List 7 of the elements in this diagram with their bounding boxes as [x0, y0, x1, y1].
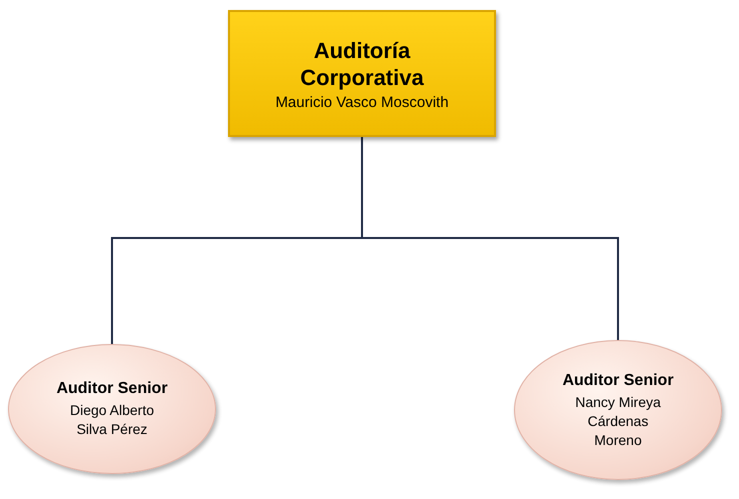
org-box: [228, 10, 496, 137]
person-name: Mauricio Vasco Moscovith: [274, 94, 450, 110]
role-title: Auditor Senior: [562, 370, 674, 390]
role-title: Auditor Senior: [56, 379, 168, 399]
person-name: Diego Alberto Silva Pérez: [68, 401, 156, 439]
role-title: Auditoría Corporativa: [299, 36, 425, 90]
person-name: Nancy Mireya Cárdenas Moreno: [574, 392, 662, 450]
